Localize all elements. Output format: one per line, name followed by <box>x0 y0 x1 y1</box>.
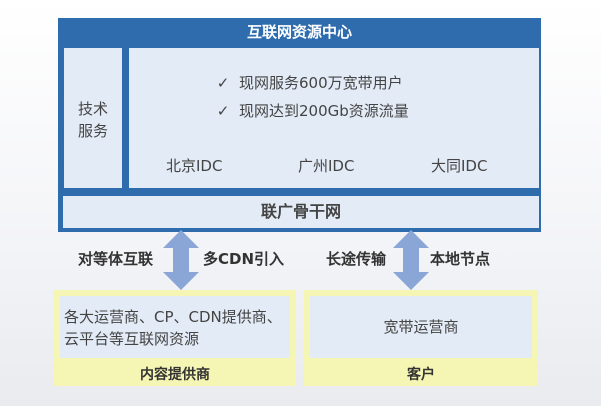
check-icon: ✓ <box>216 102 230 120</box>
tech-service-label-line1: 技术 <box>77 100 108 118</box>
check-item: ✓ 现网服务600万宽带用户 <box>213 72 403 93</box>
idc-center-title: 互联网资源中心 <box>246 23 352 41</box>
tech-service-panel <box>64 48 122 188</box>
link-label-peering: 对等体互联 <box>78 250 154 268</box>
idc-node-beijing: 北京IDC <box>166 157 223 175</box>
content-provider-description: 各大运营商、CP、CDN提供商、 云平台等互联网资源 <box>60 306 290 350</box>
check-item-text: 现网达到200Gb资源流量 <box>239 102 409 120</box>
double-arrow-right-icon <box>393 230 429 290</box>
customer-description: 宽带运营商 <box>383 318 459 336</box>
link-label-local-node: 本地节点 <box>430 250 491 268</box>
idc-node-datong: 大同IDC <box>431 157 488 175</box>
link-label-multi-cdn: 多CDN引入 <box>203 250 285 268</box>
content-provider-text-line2: 云平台等互联网资源 <box>64 330 200 348</box>
backbone-network-panel <box>63 196 539 228</box>
backbone-network-label: 联广骨干网 <box>260 202 341 221</box>
idc-main-panel <box>129 48 539 188</box>
customer-label: 客户 <box>407 367 435 383</box>
link-label-long-haul: 长途传输 <box>326 250 387 268</box>
content-provider-inner <box>60 296 290 358</box>
tech-service-label: 技术 服务 <box>64 98 122 142</box>
double-arrow-left-icon <box>163 230 199 290</box>
check-icon: ✓ <box>216 74 230 92</box>
tech-service-label-line2: 服务 <box>77 122 108 140</box>
check-item: ✓ 现网达到200Gb资源流量 <box>213 100 409 121</box>
content-provider-text-line1: 各大运营商、CP、CDN提供商、 <box>64 308 282 326</box>
customer-inner <box>310 296 532 358</box>
content-provider-label: 内容提供商 <box>140 367 210 383</box>
check-item-text: 现网服务600万宽带用户 <box>239 74 403 92</box>
idc-node-guangzhou: 广州IDC <box>298 157 355 175</box>
